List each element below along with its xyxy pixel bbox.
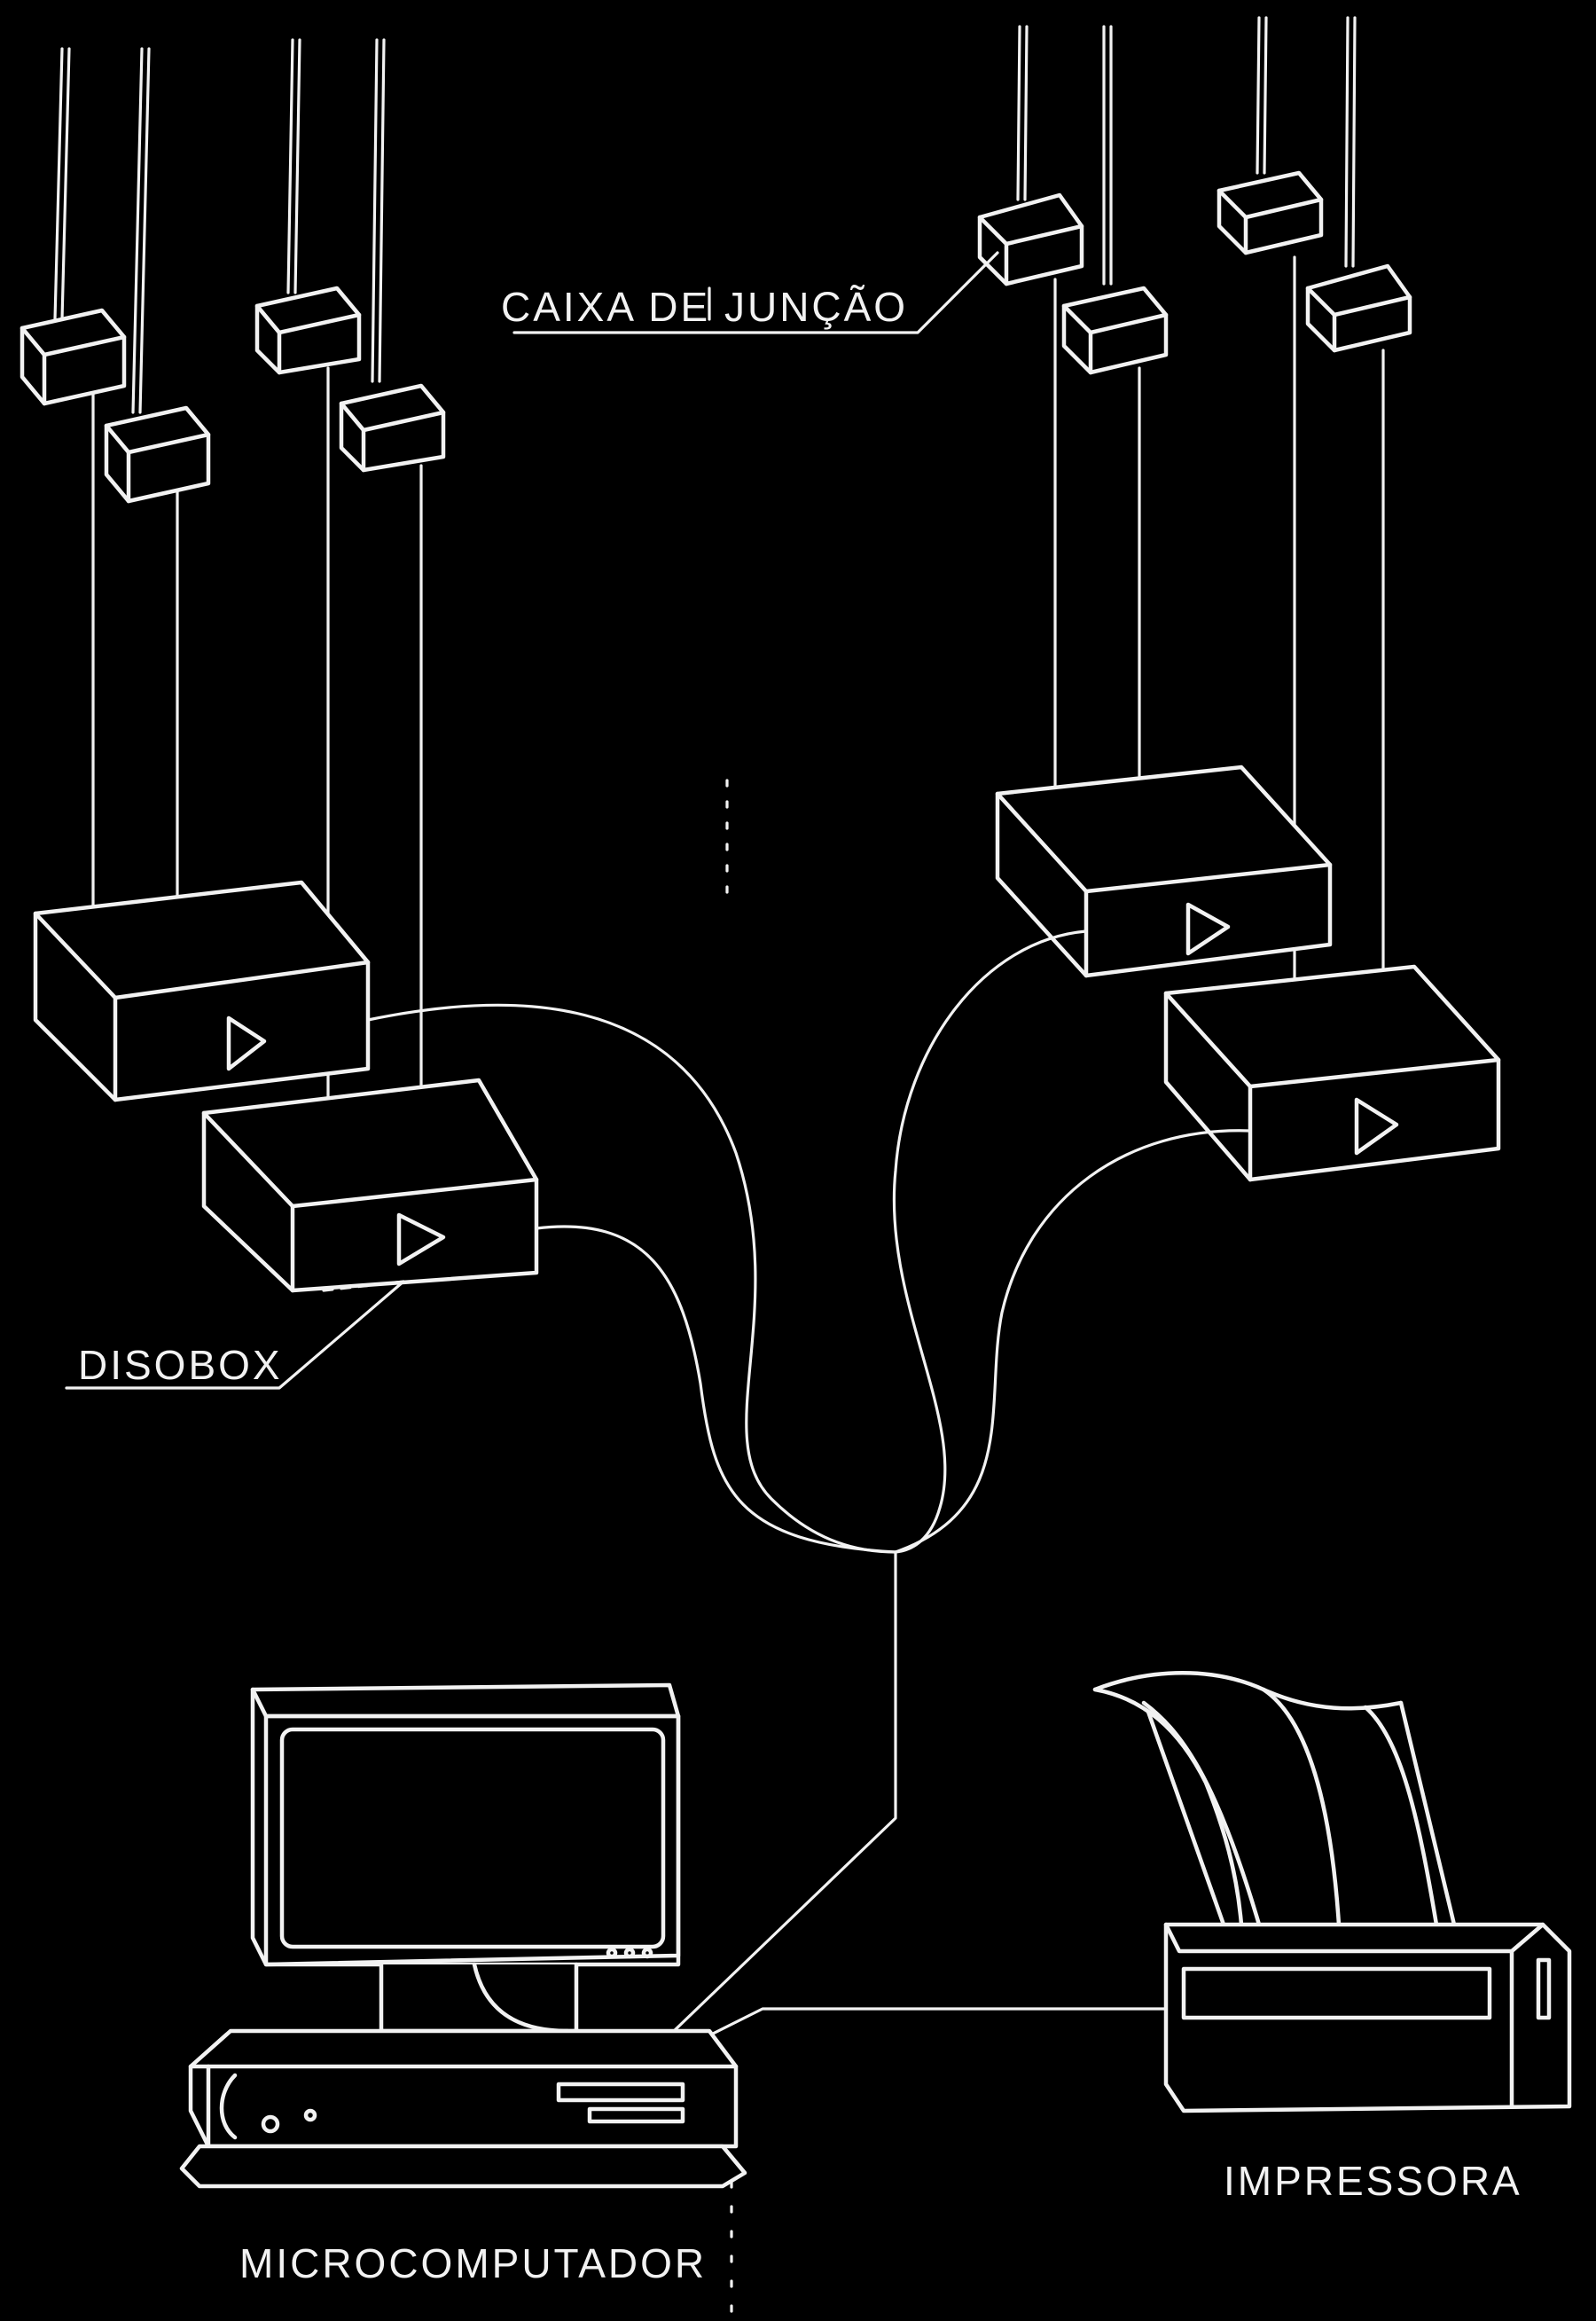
junction-box	[1217, 170, 1324, 255]
play-icon	[226, 1015, 267, 1071]
signal-cables	[366, 929, 1252, 2042]
play-icon	[396, 1212, 446, 1266]
junction-box	[104, 405, 211, 504]
microcomputer-label: MICROCOMPUTADOR	[239, 2240, 707, 2286]
disobox-unit	[1163, 964, 1501, 1182]
right-cable-group	[512, 16, 1501, 1182]
junction-box	[977, 192, 1084, 286]
junction-box-label: CAIXA DE JUNÇÃO	[501, 284, 908, 330]
disobox-label: DISOBOX	[78, 1342, 283, 1388]
printer	[1092, 1671, 1572, 2113]
disobox-unit	[201, 1078, 539, 1293]
junction-box	[1305, 263, 1412, 353]
disobox-unit	[995, 765, 1333, 978]
junction-box	[1061, 286, 1169, 375]
junction-box	[20, 308, 127, 406]
disobox-unit	[33, 880, 371, 1102]
play-icon	[1185, 902, 1231, 956]
junction-box	[339, 383, 446, 473]
junction-box	[254, 286, 362, 375]
left-cable-group	[20, 38, 539, 1390]
microcomputer	[179, 1682, 747, 2189]
printer-label: IMPRESSORA	[1224, 2158, 1522, 2204]
play-icon	[1354, 1097, 1399, 1156]
